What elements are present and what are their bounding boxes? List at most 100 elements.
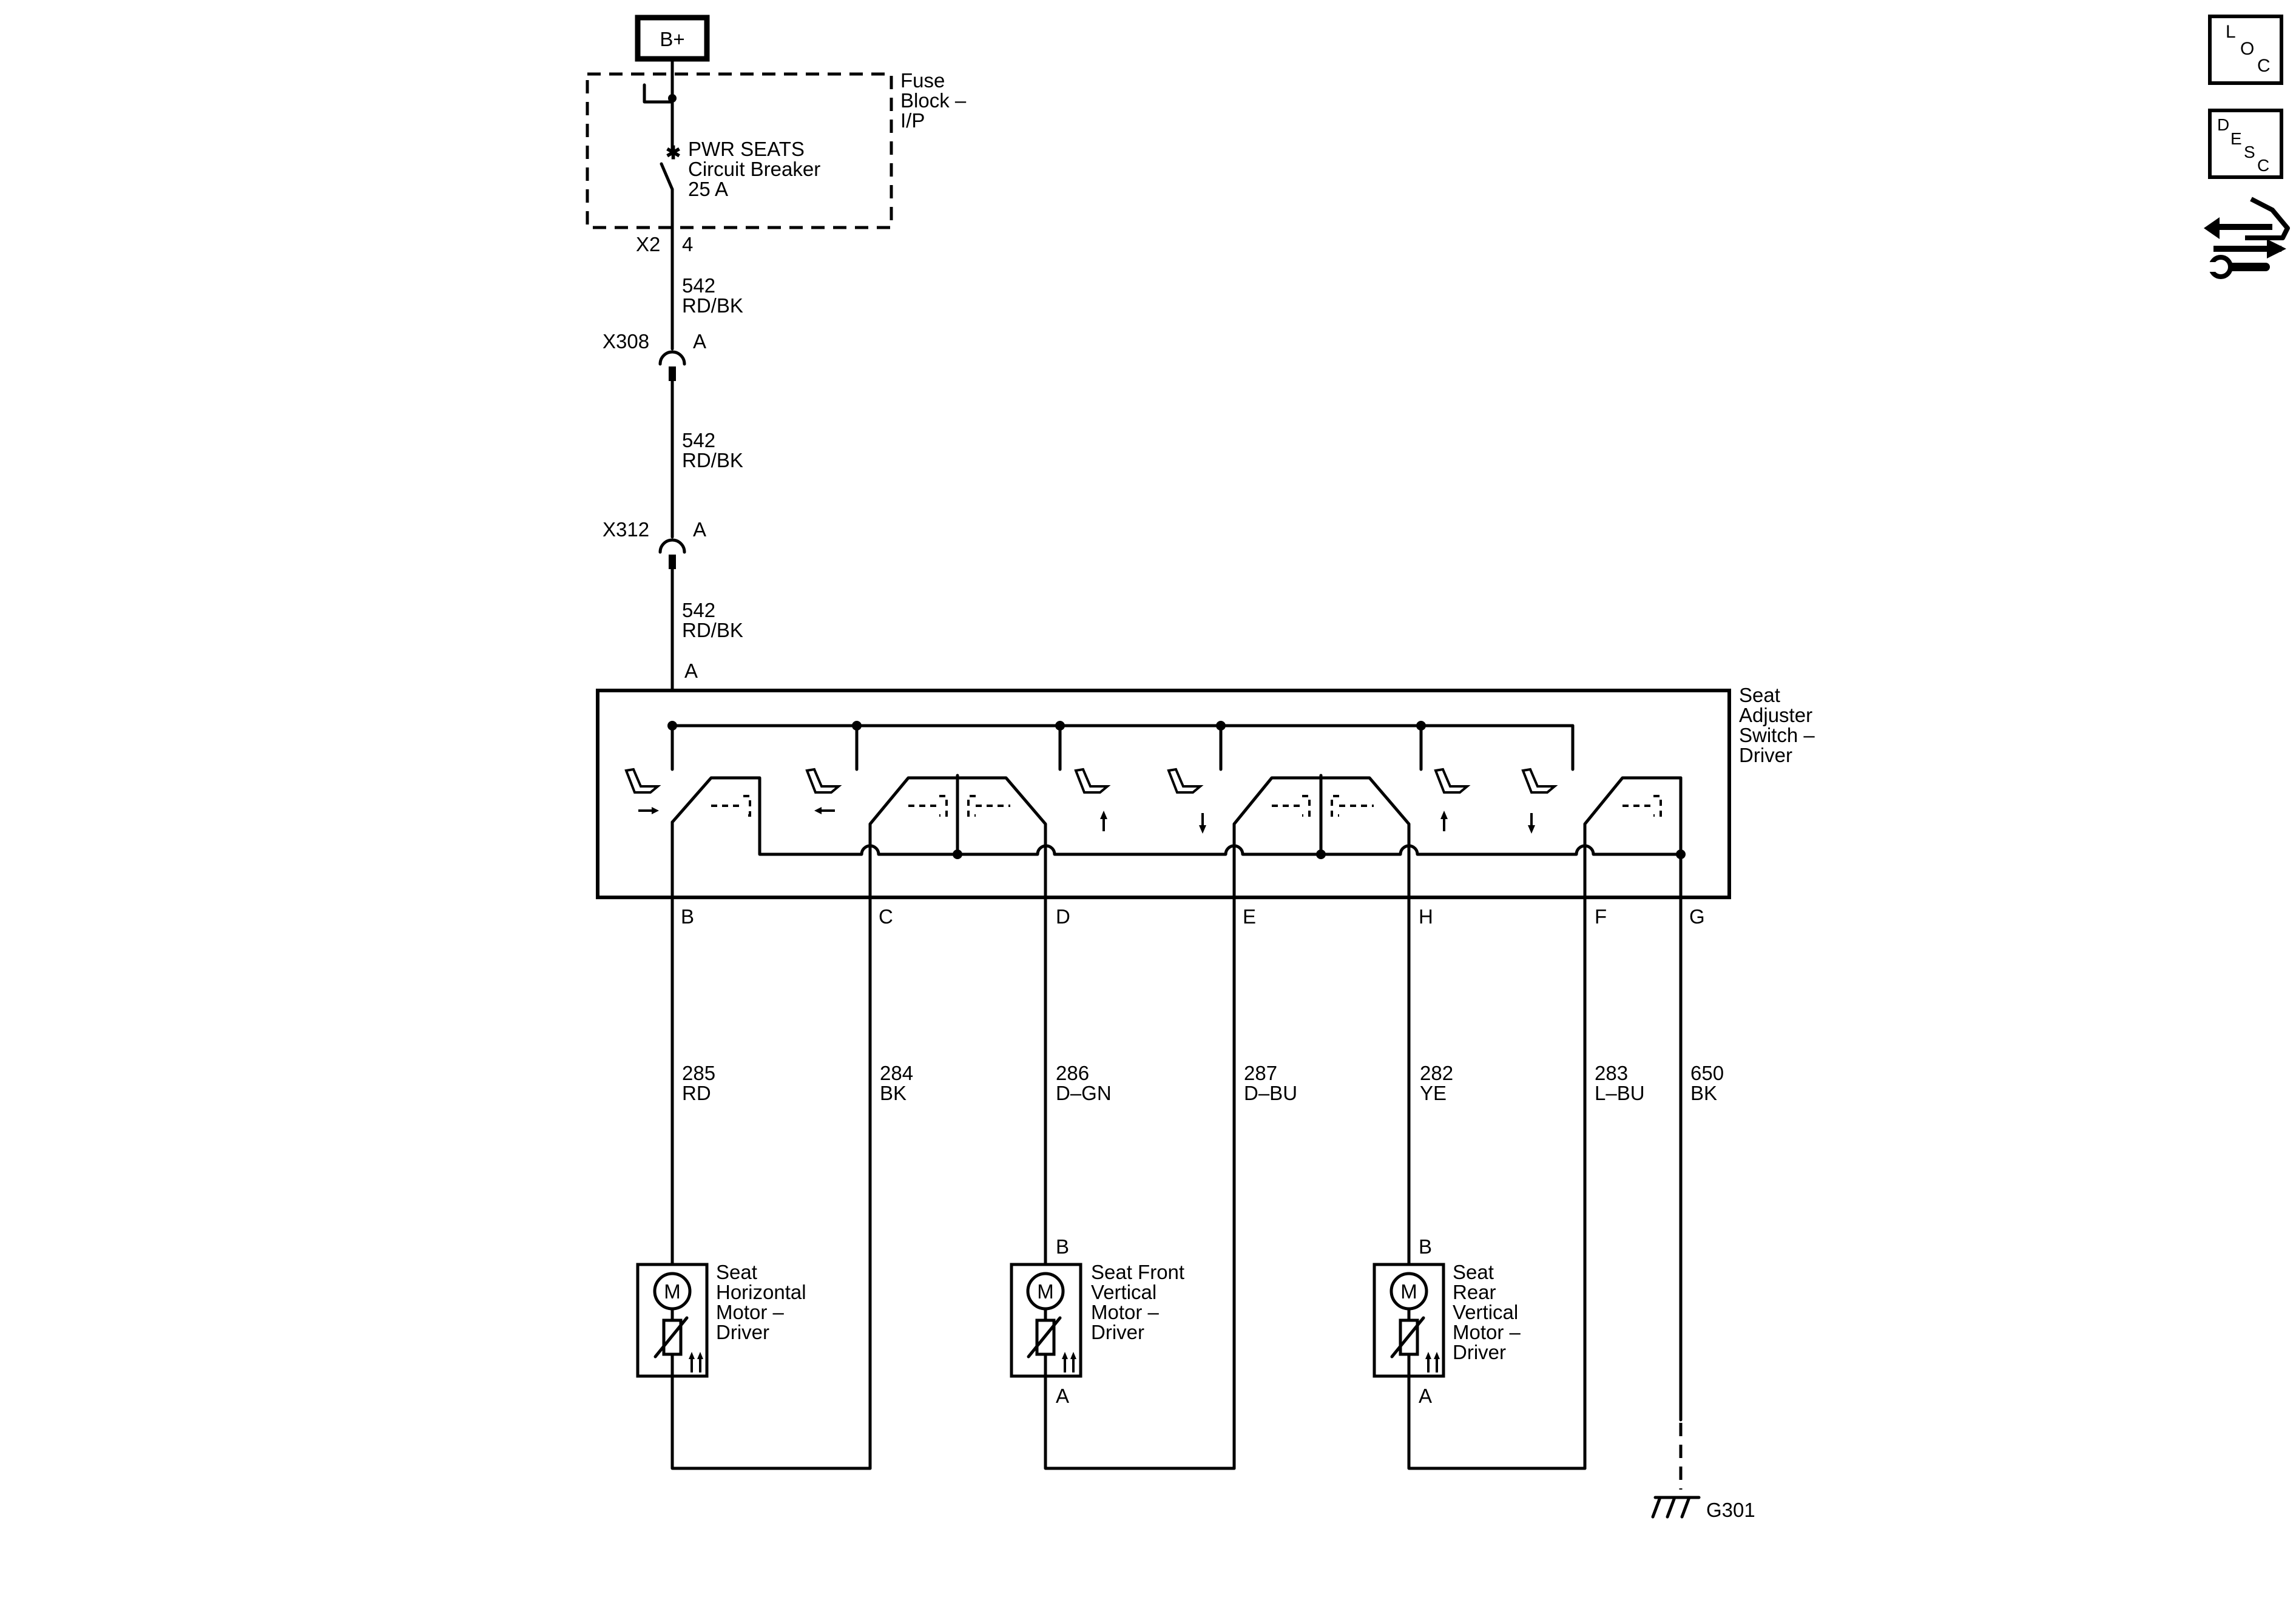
wire-283-color: L–BU [1595,1082,1645,1104]
fuse-block-line-3: I/P [900,109,925,132]
motor-2-line-2: Vertical [1091,1281,1156,1303]
switch-label-line-3: Switch – [1739,724,1815,746]
ground-g301: G301 [1651,1496,1755,1521]
motor-2-symbol: M [1037,1280,1054,1303]
wire-284-label: 284 BK [880,1062,919,1104]
seat-adjuster-switch: A Seat Adjuster Switch – Driver [596,660,1820,928]
x308-pin: A [693,330,706,353]
wire-285-label: 285 RD [682,1062,721,1104]
motor-3-line-1: Seat [1453,1261,1494,1283]
loc-icon[interactable]: L O C [2208,15,2283,85]
desc-letter-c: C [2257,156,2269,175]
motor-3-pin-top: B [1419,1235,1432,1258]
connector-repair-icon[interactable] [2204,197,2290,279]
wire-282-label: 282 YE [1420,1062,1459,1104]
seat-rearward-icon [805,768,842,814]
feed-wire-1-label: 542 RD/BK [682,274,743,317]
motor-3-pin-bottom: A [1419,1385,1432,1407]
switch-pin-d: D [1056,905,1070,928]
seat-rear-up-icon [1434,768,1471,831]
wire-282-circuit: 282 [1420,1062,1453,1084]
motor-3-label: Seat Rear Vertical Motor – Driver [1453,1261,1526,1363]
desc-icon[interactable]: D E S C [2208,109,2283,179]
motor-1-line-1: Seat [716,1261,757,1283]
seat-forward-icon [624,768,661,814]
motor-1-line-2: Horizontal [716,1281,806,1303]
x312-pin: A [693,518,706,541]
switch-pin-g: G [1689,905,1705,928]
wire-287-circuit: 287 [1244,1062,1277,1084]
ground-label: G301 [1706,1499,1755,1521]
switch-input-pin: A [684,660,698,682]
wire-284-color: BK [880,1082,907,1104]
feed-wire-3-color: RD/BK [682,619,743,641]
wire-650-label: 650 BK [1690,1062,1729,1104]
breaker-line-3: 25 A [688,178,728,200]
desc-letter-s: S [2244,143,2255,161]
desc-letter-d: D [2217,115,2229,134]
switch-label-line-2: Adjuster [1739,704,1812,726]
breaker-line-2: Circuit Breaker [688,158,820,180]
switch-contact-front-down [1232,776,1323,848]
seat-rear-down-icon [1521,768,1558,834]
wire-285-color: RD [682,1082,711,1104]
wire-286-color: D–GN [1056,1082,1112,1104]
switch-contact-rear-down [1583,776,1683,848]
fuse-block-connector-label: X2 [636,233,660,255]
feed-wire-1-color: RD/BK [682,294,743,317]
seat-front-vertical-motor: M B A Seat Front Vertical Motor – Driver [1010,1235,1190,1407]
inline-connector-x312: X312 A [603,518,706,569]
switch-pin-h: H [1419,905,1433,928]
motor-2-pin-bottom: A [1056,1385,1069,1407]
motor-2-pin-top: B [1056,1235,1069,1258]
motor-2-label: Seat Front Vertical Motor – Driver [1091,1261,1190,1343]
switch-pin-b: B [681,905,694,928]
wire-286-circuit: 286 [1056,1062,1089,1084]
wire-650-circuit: 650 [1690,1062,1724,1084]
loc-letter-o: O [2240,39,2254,59]
wire-650-color: BK [1690,1082,1717,1104]
fuse-block-pin-label: 4 [682,233,693,255]
switch-label: Seat Adjuster Switch – Driver [1739,684,1820,766]
inline-connector-x308: X308 A [603,330,706,381]
motor-3-line-2: Rear [1453,1281,1496,1303]
seat-front-down-icon [1167,768,1206,834]
switch-contact-forward [670,776,761,824]
switch-contact-rear-up [1319,776,1411,848]
switch-label-line-1: Seat [1739,684,1780,706]
x308-id: X308 [603,330,649,353]
motor-1-line-3: Motor – [716,1301,785,1323]
seat-front-up-icon [1074,768,1111,831]
seat-rear-vertical-motor: M B A Seat Rear Vertical Motor – Driver [1373,1235,1526,1407]
wire-282-color: YE [1420,1082,1447,1104]
fuse-block-label: Fuse Block – I/P [900,69,971,132]
fuse-block-ip: ✱ PWR SEATS Circuit Breaker 25 A Fuse Bl… [586,69,971,255]
motor-2-line-1: Seat Front [1091,1261,1184,1283]
switch-label-line-4: Driver [1739,744,1792,766]
switch-contact-front-up [956,776,1047,848]
output-wires: 285 RD 284 BK 286 D–GN 287 D–BU 282 YE 2… [670,820,1729,1490]
desc-letter-e: E [2230,129,2242,148]
wire-283-circuit: 283 [1595,1062,1628,1084]
wire-284-circuit: 284 [880,1062,913,1084]
switch-pin-c: C [879,905,893,928]
wire-287-color: D–BU [1244,1082,1297,1104]
motor-3-symbol: M [1400,1280,1417,1303]
feed-wire-2-label: 542 RD/BK [682,429,743,471]
x312-id: X312 [603,518,649,541]
wire-285-circuit: 285 [682,1062,715,1084]
wire-286-label: 286 D–GN [1056,1062,1112,1104]
motor-3-line-3: Vertical [1453,1301,1518,1323]
battery-power-source: B+ [635,15,710,62]
feed-wire-2-color: RD/BK [682,449,743,471]
wire-287-label: 287 D–BU [1244,1062,1297,1104]
circuit-breaker-label: PWR SEATS Circuit Breaker 25 A [688,138,826,200]
battery-label: B+ [660,28,684,50]
feed-wire-3-label: 542 RD/BK [682,599,743,641]
motor-1-symbol: M [664,1280,681,1303]
loc-letter-c: C [2257,56,2271,76]
motor-2-line-4: Driver [1091,1321,1144,1343]
motor-3-line-4: Motor – [1453,1321,1521,1343]
breaker-line-1: PWR SEATS [688,138,805,160]
